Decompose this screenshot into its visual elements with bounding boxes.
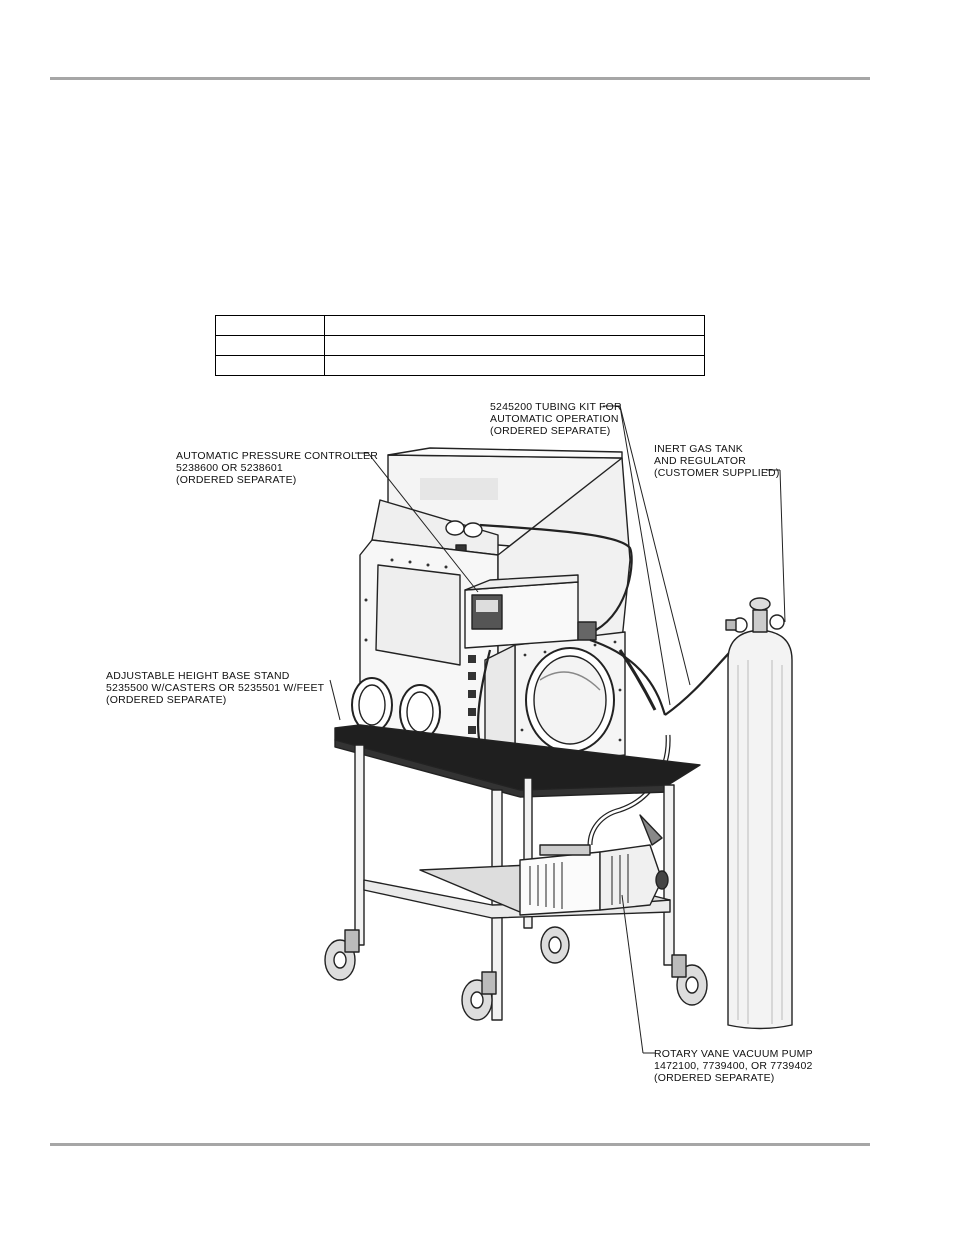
antechamber	[484, 631, 626, 769]
table-cell	[215, 315, 325, 336]
table-cell	[324, 335, 705, 356]
inert-gas-callout: INERT GAS TANK AND REGULATOR (CUSTOMER S…	[654, 443, 780, 479]
callout-line: (ORDERED SEPARATE)	[654, 1072, 775, 1084]
callout-line: (ORDERED SEPARATE)	[490, 425, 611, 437]
caster-wheel	[461, 971, 497, 1021]
table-cell	[324, 315, 705, 336]
tubing-kit-callout: 5245200 TUBING KIT FOR AUTOMATIC OPERATI…	[490, 401, 622, 437]
table-row	[215, 335, 705, 356]
pressure-controller-unit	[464, 574, 597, 649]
callout-line: 5235500 W/CASTERS OR 5235501 W/FEET	[106, 682, 325, 694]
inert-gas-cylinder	[725, 597, 793, 1030]
table-row	[215, 355, 705, 376]
table-cell	[215, 355, 325, 376]
callout-line: AND REGULATOR	[654, 455, 747, 467]
callout-line: (ORDERED SEPARATE)	[176, 474, 297, 486]
table-cell	[324, 355, 705, 376]
callout-line: ADJUSTABLE HEIGHT BASE STAND	[106, 670, 290, 682]
callout-line: (ORDERED SEPARATE)	[106, 694, 227, 706]
callout-line: 1472100, 7739400, OR 7739402	[654, 1060, 813, 1072]
table-row	[215, 315, 705, 336]
callout-line: ROTARY VANE VACUUM PUMP	[654, 1048, 813, 1060]
caster-wheel	[324, 929, 360, 981]
callout-line: (CUSTOMER SUPPLIED)	[654, 467, 780, 479]
table-cell	[215, 335, 325, 356]
caster-wheel	[671, 954, 708, 1006]
callout-leaders	[329, 405, 786, 1054]
callout-line: 5245200 TUBING KIT FOR	[490, 401, 622, 413]
callout-line: 5238600 OR 5238601	[176, 462, 283, 474]
pressure-controller-callout: AUTOMATIC PRESSURE CONTROLLER 5238600 OR…	[176, 450, 378, 486]
header-rule	[50, 77, 870, 80]
base-stand-callout: ADJUSTABLE HEIGHT BASE STAND 5235500 W/C…	[106, 670, 324, 706]
vacuum-pump-callout: ROTARY VANE VACUUM PUMP 1472100, 7739400…	[654, 1048, 813, 1084]
callout-line: AUTOMATIC OPERATION	[490, 413, 619, 425]
callout-line: AUTOMATIC PRESSURE CONTROLLER	[176, 450, 379, 462]
caster-wheel	[540, 926, 570, 964]
callout-line: INERT GAS TANK	[654, 443, 743, 455]
glovebox-assembly-illustration	[324, 405, 793, 1054]
footer-rule	[50, 1143, 870, 1146]
spec-table	[215, 315, 705, 376]
vacuum-pump	[519, 814, 669, 916]
